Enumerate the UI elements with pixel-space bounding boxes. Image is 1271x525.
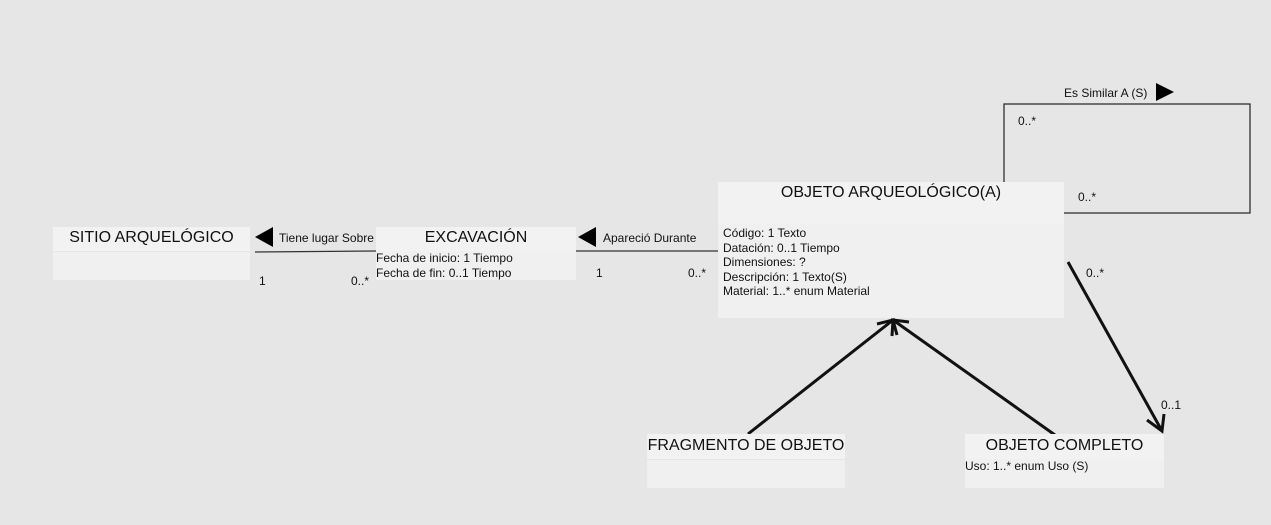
direction-arrow-similar [1156, 83, 1174, 101]
multiplicity-excavacion-aparecio: 1 [596, 266, 603, 280]
generalization-line-completo [892, 318, 1056, 437]
class-objeto-name: OBJETO ARQUEOLÓGICO(A) [718, 182, 1064, 224]
generalization-line-fragmento [747, 318, 894, 436]
multiplicity-objeto-aparecio: 0..* [688, 266, 707, 280]
multiplicity-similar-bottom: 0..* [1078, 190, 1097, 204]
attribute: Código: 1 Texto [723, 226, 807, 240]
association-arrowhead-objeto-completo [1146, 413, 1166, 434]
attribute: Fecha de inicio: 1 Tiempo [376, 251, 513, 265]
association-name-aparecio: Apareció Durante [603, 231, 697, 245]
class-objeto-attributes: Código: 1 Texto Datación: 0..1 Tiempo Di… [718, 224, 1064, 318]
class-fragmento-name: FRAGMENTO DE OBJETO [647, 434, 845, 459]
association-line-objeto-completo [1066, 261, 1164, 432]
attribute: Fecha de fin: 0..1 Tiempo [376, 265, 512, 280]
class-excavacion-name: EXCAVACIÓN [376, 227, 576, 251]
association-name-tiene-lugar: Tiene lugar Sobre [279, 231, 374, 245]
multiplicity-sitio: 1 [259, 274, 266, 288]
attribute: Uso: 1..* enum Uso (S) [965, 459, 1089, 473]
class-sitio-attributes [53, 252, 250, 280]
direction-arrow-tiene-lugar [255, 227, 273, 247]
attribute: Descripción: 1 Texto(S) [723, 269, 847, 284]
generalization-arrowhead-2 [890, 318, 910, 336]
association-name-similar: Es Similar A (S) [1064, 86, 1148, 100]
multiplicity-objeto-completo-objeto: 0..* [1086, 266, 1105, 280]
class-sitio-name: SITIO ARQUELÓGICO [53, 227, 250, 251]
direction-arrow-aparecio [578, 227, 596, 247]
multiplicity-excavacion-tiene: 0..* [351, 274, 370, 288]
class-completo-name: OBJETO COMPLETO [965, 434, 1164, 459]
class-fragmento-attributes [647, 460, 845, 488]
attribute: Material: 1..* enum Material [723, 284, 870, 298]
multiplicity-objeto-completo-completo: 0..1 [1161, 398, 1182, 412]
class-excavacion-attributes: Fecha de inicio: 1 Tiempo Fecha de fin: … [376, 251, 576, 280]
attribute: Dimensiones: ? [723, 255, 806, 269]
multiplicity-similar-top: 0..* [1018, 114, 1037, 128]
attribute: Datación: 0..1 Tiempo [723, 240, 840, 255]
class-completo-attributes: Uso: 1..* enum Uso (S) [965, 459, 1164, 488]
association-line-tiene-lugar [254, 250, 377, 253]
association-self-similar [1003, 103, 1251, 214]
